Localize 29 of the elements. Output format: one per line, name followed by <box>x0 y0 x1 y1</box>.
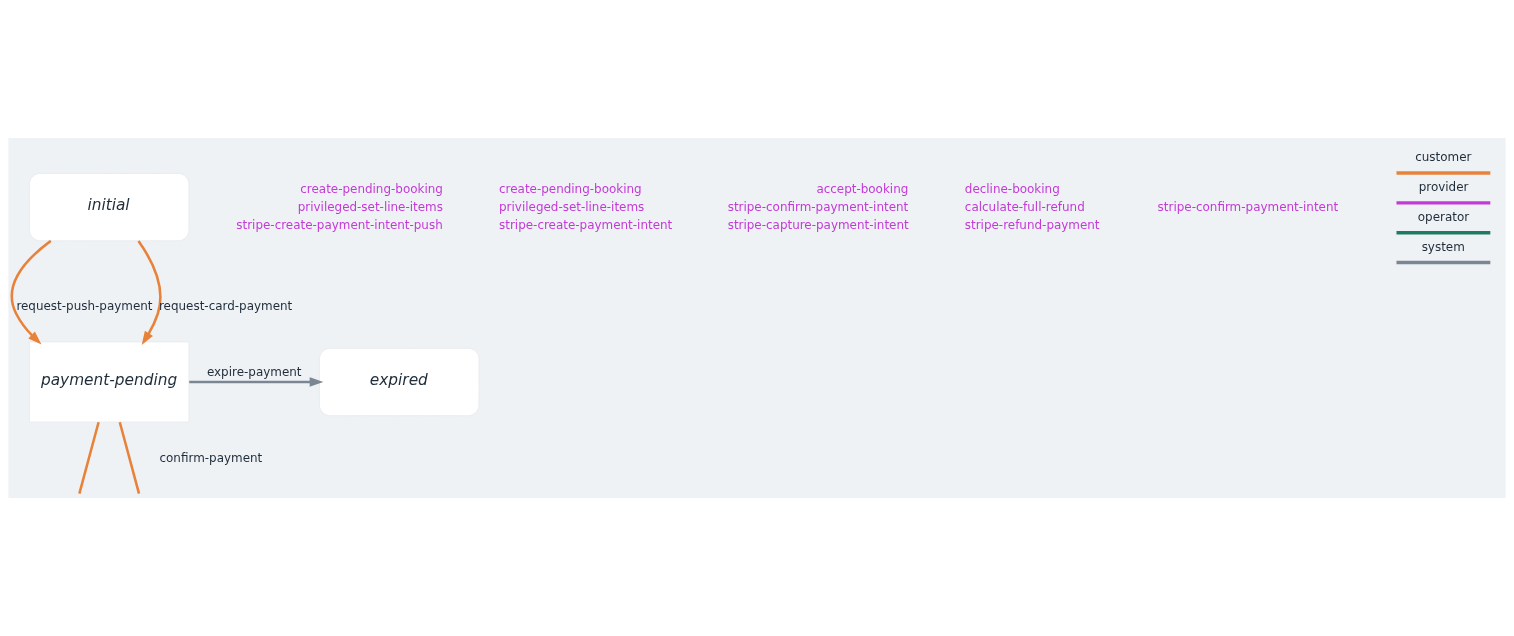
label: stripe-create-payment-intent-push <box>236 217 443 232</box>
label: stripe-capture-payment-intent <box>727 217 909 232</box>
label: decline-booking <box>964 181 1060 196</box>
edge-label: expire-payment <box>206 365 302 380</box>
node-box: expired <box>319 347 480 417</box>
edge-label: request-push-payment <box>16 299 153 314</box>
arrow <box>189 377 324 387</box>
label: calculate-full-refund <box>964 199 1085 214</box>
edge-label: confirm-payment <box>159 450 263 465</box>
legend-label: operator <box>1417 209 1470 224</box>
label: create-pending-booking <box>300 181 443 196</box>
arrow <box>137 240 162 345</box>
label: privileged-set-line-items <box>297 199 443 214</box>
label: stripe-confirm-payment-intent <box>727 199 909 214</box>
label: create-pending-booking <box>499 181 642 196</box>
label: accept-booking <box>816 181 909 196</box>
label: stripe-create-payment-intent <box>499 217 673 232</box>
connector <box>118 421 141 494</box>
legend-label: provider <box>1418 180 1469 195</box>
edge-label: request-card-payment <box>158 299 293 314</box>
arrow <box>10 239 52 345</box>
legend-label: system <box>1421 239 1465 254</box>
label: stripe-confirm-payment-intent <box>1157 199 1339 214</box>
label: stripe-refund-payment <box>964 217 1100 232</box>
label: privileged-set-line-items <box>499 199 645 214</box>
node-box: payment-pending <box>29 341 190 423</box>
legend-label: customer <box>1415 150 1472 165</box>
connector <box>78 421 100 494</box>
node-box: initial <box>29 172 190 242</box>
